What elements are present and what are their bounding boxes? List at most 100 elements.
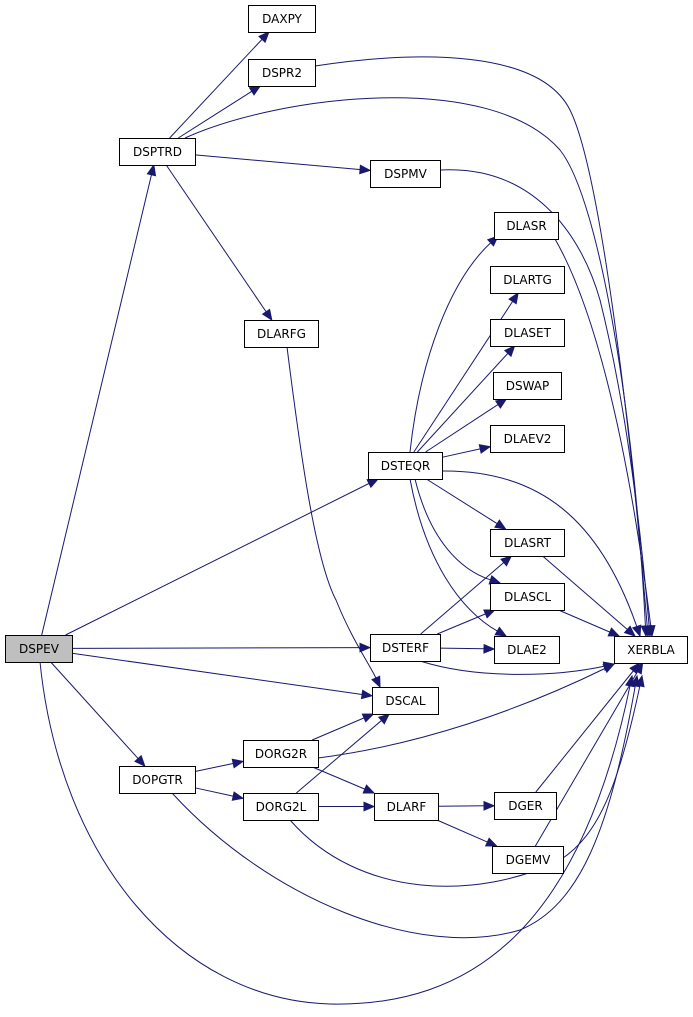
node-dlasrt[interactable]: DLASRT xyxy=(490,529,565,557)
node-box[interactable] xyxy=(490,425,565,453)
edge-dlarf-to-dgemv xyxy=(436,819,498,847)
node-box[interactable] xyxy=(494,636,560,664)
node-box[interactable] xyxy=(370,634,441,662)
edge-dopgtr-to-dorg2l xyxy=(194,787,245,801)
node-label: DSTERF xyxy=(382,641,429,655)
edge-line xyxy=(417,352,509,453)
node-dlaev2[interactable]: DLAEV2 xyxy=(490,425,565,453)
node-box[interactable] xyxy=(490,266,565,294)
node-dspmv[interactable]: DSPMV xyxy=(370,160,441,188)
edge-dspev-to-dsteqr xyxy=(65,478,380,636)
edge-dorg2l-to-dscal xyxy=(296,713,391,794)
node-box[interactable] xyxy=(244,320,319,348)
edge-dsteqr-to-dlascl xyxy=(414,478,502,585)
edge-line xyxy=(312,766,366,790)
node-label: DGER xyxy=(508,799,542,813)
arrowhead-icon xyxy=(134,754,146,767)
node-box[interactable] xyxy=(243,740,319,768)
node-box[interactable] xyxy=(248,5,316,33)
node-label: DLASCL xyxy=(504,590,551,604)
node-box[interactable] xyxy=(119,766,196,794)
node-label: DGEMV xyxy=(506,853,551,867)
edge-line xyxy=(71,652,364,696)
node-dger[interactable]: DGER xyxy=(494,792,557,820)
node-dlarfg[interactable]: DLARFG xyxy=(244,320,319,348)
node-label: DSPTRD xyxy=(133,145,182,159)
node-box[interactable] xyxy=(243,793,319,821)
node-box[interactable] xyxy=(494,792,557,820)
node-dlaset[interactable]: DLASET xyxy=(490,319,565,347)
edge-line xyxy=(441,470,638,628)
edge-dger-to-xerbla xyxy=(535,661,641,793)
arrowhead-icon xyxy=(146,163,157,177)
arrowhead-icon xyxy=(494,626,508,637)
node-box[interactable] xyxy=(5,635,73,663)
edge-dspev-to-dscal xyxy=(71,652,374,700)
edge-line xyxy=(558,609,611,633)
node-dlarf[interactable]: DLARF xyxy=(374,793,439,821)
node-dorg2r[interactable]: DORG2R xyxy=(243,740,319,768)
edge-dlarfg-to-dscal xyxy=(286,346,381,689)
edge-line xyxy=(414,478,492,581)
node-box[interactable] xyxy=(614,636,688,664)
node-dlasr[interactable]: DLASR xyxy=(494,212,559,240)
arrowhead-icon xyxy=(645,625,656,638)
node-box[interactable] xyxy=(490,583,565,611)
arrowhead-icon xyxy=(483,609,496,619)
node-dsptrd[interactable]: DSPTRD xyxy=(119,138,196,166)
node-label: DLAEV2 xyxy=(504,432,552,446)
node-dorg2l[interactable]: DORG2L xyxy=(243,793,319,821)
node-box[interactable] xyxy=(490,529,565,557)
arrowhead-icon xyxy=(631,624,642,638)
edge-dsptrd-to-daxpy xyxy=(169,31,270,139)
edge-line xyxy=(439,169,650,628)
arrowhead-icon xyxy=(362,784,376,794)
node-box[interactable] xyxy=(372,687,439,715)
node-box[interactable] xyxy=(492,846,564,874)
node-dscal[interactable]: DSCAL xyxy=(372,687,439,715)
edge-dlarf-to-dger xyxy=(437,800,496,811)
node-box[interactable] xyxy=(248,59,316,87)
edge-line xyxy=(41,173,153,636)
edge-line xyxy=(194,787,235,797)
node-label: DSPR2 xyxy=(262,66,302,80)
node-dsteqr[interactable]: DSTEQR xyxy=(368,452,443,480)
node-box[interactable] xyxy=(368,452,443,480)
node-dspev[interactable]: DSPEV xyxy=(5,635,73,663)
node-box[interactable] xyxy=(494,212,559,240)
edge-line xyxy=(286,346,377,680)
edge-line xyxy=(535,669,635,793)
edge-line xyxy=(419,660,606,675)
node-box[interactable] xyxy=(490,319,565,347)
edge-line xyxy=(165,164,268,313)
node-daxpy[interactable]: DAXPY xyxy=(248,5,316,33)
node-label: DLAE2 xyxy=(507,643,547,657)
node-dlartg[interactable]: DLARTG xyxy=(490,266,565,294)
node-box[interactable] xyxy=(374,793,439,821)
edge-line xyxy=(71,647,362,649)
edge-dsteqr-to-dlasrt xyxy=(426,478,507,530)
node-dlae2[interactable]: DLAE2 xyxy=(494,636,560,664)
arrowhead-icon xyxy=(258,31,270,44)
node-dlascl[interactable]: DLASCL xyxy=(490,583,565,611)
edge-dsteqr-to-dlae2 xyxy=(409,478,508,637)
node-box[interactable] xyxy=(119,138,196,166)
node-xerbla[interactable]: XERBLA xyxy=(614,636,688,664)
node-box[interactable] xyxy=(370,160,441,188)
edge-dspev-to-xerbla xyxy=(39,661,635,1005)
node-dopgtr[interactable]: DOPGTR xyxy=(119,766,196,794)
node-box[interactable] xyxy=(493,372,562,400)
node-label: DORG2R xyxy=(255,747,307,761)
node-dgemv[interactable]: DGEMV xyxy=(492,846,564,874)
node-dswap[interactable]: DSWAP xyxy=(493,372,562,400)
node-label: DSPEV xyxy=(19,642,60,656)
edge-dorg2r-to-dscal xyxy=(312,713,375,741)
edge-dsterf-to-dlae2 xyxy=(439,643,496,654)
node-dspr2[interactable]: DSPR2 xyxy=(248,59,316,87)
edge-dlasrt-to-xerbla xyxy=(542,555,636,637)
arrowhead-icon xyxy=(508,291,519,305)
node-dsterf[interactable]: DSTERF xyxy=(370,634,441,662)
arrowhead-icon xyxy=(231,791,245,801)
edge-line xyxy=(437,613,487,635)
